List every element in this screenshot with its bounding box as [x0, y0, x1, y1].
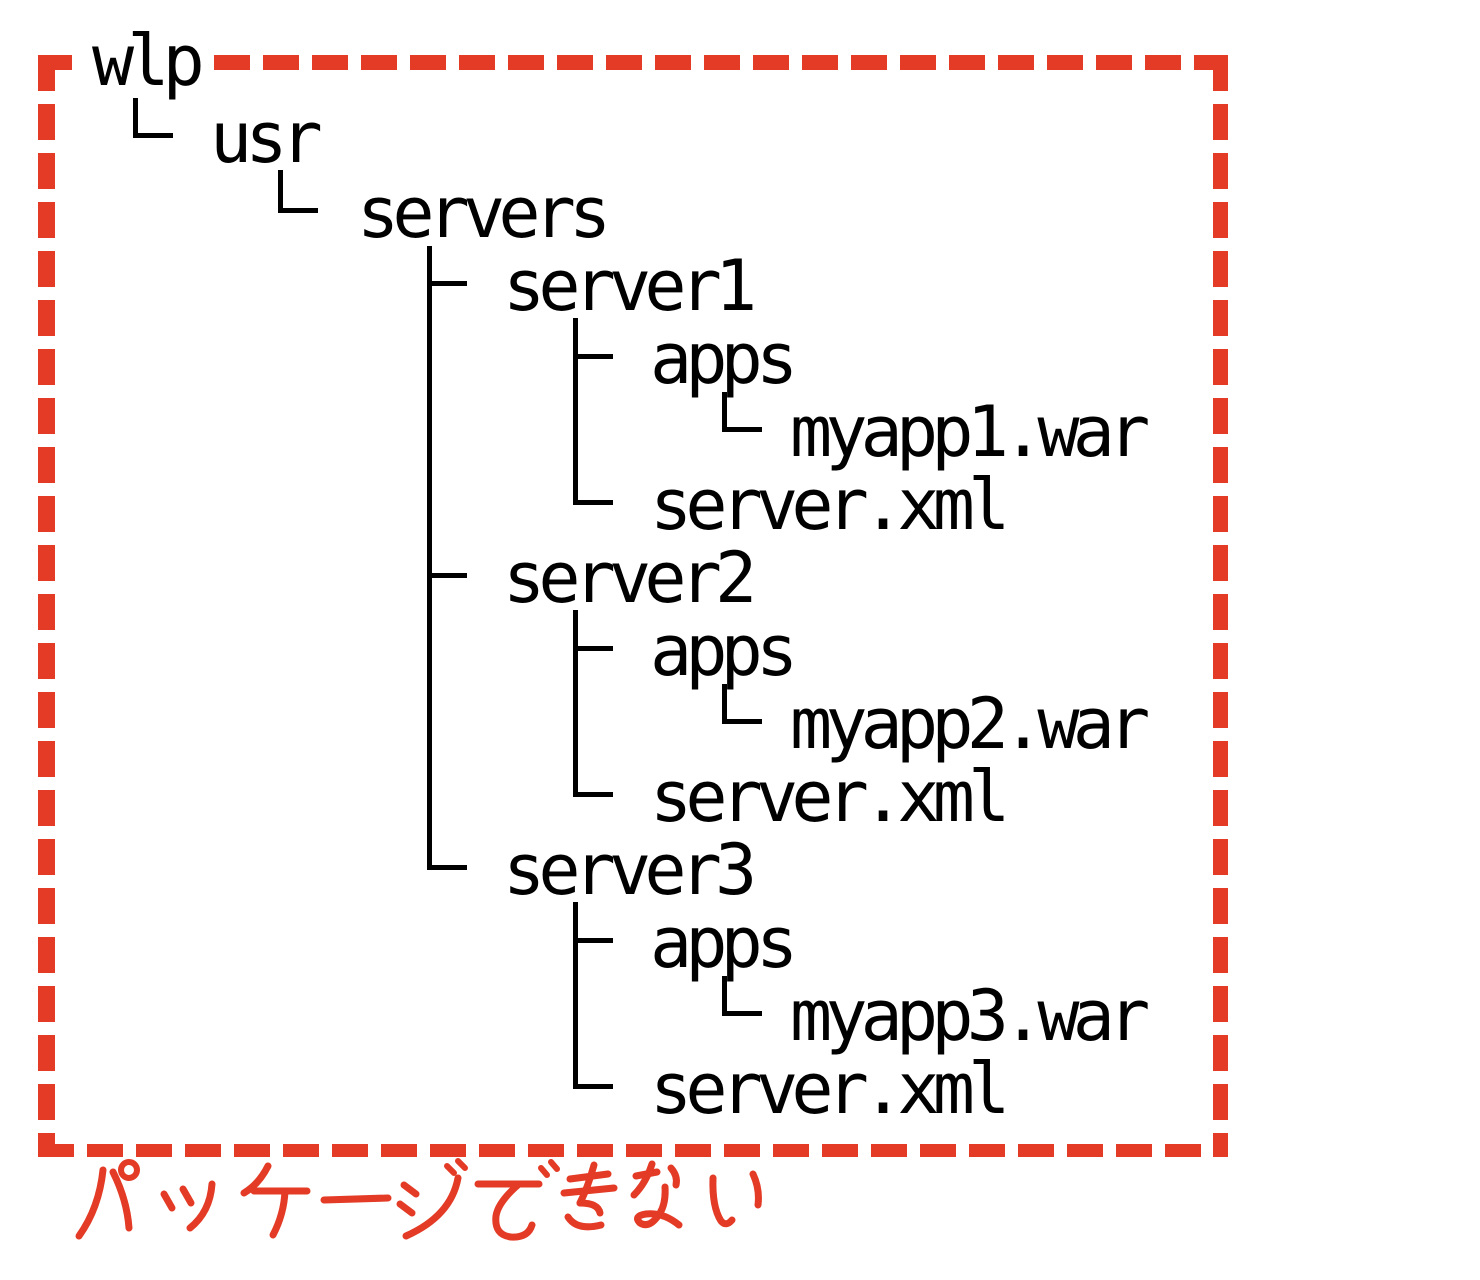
- annotation-kana-drawing: [65, 1158, 785, 1257]
- tree-connector-vertical-servers: [427, 246, 432, 870]
- tree-node-myapp3-war: myapp3.war: [790, 975, 1150, 1057]
- tree-connector-vertical-server2: [573, 610, 578, 797]
- highlight-box-left-border: [38, 55, 55, 1157]
- tree-node-server2-apps: apps: [650, 610, 798, 692]
- tree-connector-tick-server2-xml: [573, 792, 613, 797]
- tree-node-server2-xml: server.xml: [650, 756, 1010, 838]
- tree-connector-tick-server1: [427, 281, 467, 286]
- tree-connector-vertical-apps1: [722, 392, 727, 432]
- highlight-box-right-border: [1213, 55, 1228, 1157]
- tree-connector-tick-usr: [133, 133, 173, 138]
- tree-connector-tick-apps2: [573, 646, 613, 651]
- tree-connector-tick-myapp3: [722, 1011, 762, 1016]
- tree-connector-tick-server1-xml: [573, 500, 613, 505]
- tree-connector-tick-server3-xml: [573, 1084, 613, 1089]
- tree-node-server1-xml: server.xml: [650, 464, 1010, 546]
- tree-node-myapp1-war: myapp1.war: [790, 391, 1150, 473]
- tree-node-server2: server2: [503, 537, 757, 619]
- tree-node-wlp: wlp: [92, 20, 205, 102]
- tree-connector-tick-apps1: [573, 354, 613, 359]
- tree-node-server1: server1: [503, 245, 757, 327]
- tree-connector-vertical-usr: [278, 170, 283, 213]
- tree-connector-vertical-apps3: [722, 976, 727, 1016]
- tree-connector-vertical-server3: [573, 902, 578, 1089]
- tree-connector-tick-servers: [278, 208, 318, 213]
- tree-node-server3: server3: [503, 829, 757, 911]
- highlight-box-bottom-border: [38, 1144, 1228, 1157]
- tree-connector-vertical-apps2: [722, 684, 727, 724]
- tree-connector-tick-myapp2: [722, 719, 762, 724]
- tree-connector-tick-apps3: [573, 938, 613, 943]
- tree-connector-vertical-wlp: [133, 98, 138, 138]
- tree-node-servers: servers: [357, 172, 611, 254]
- tree-connector-tick-server3: [427, 865, 467, 870]
- tree-node-server3-xml: server.xml: [650, 1048, 1010, 1130]
- tree-node-usr: usr: [210, 97, 323, 179]
- tree-connector-vertical-server1: [573, 318, 578, 505]
- tree-connector-tick-myapp1: [722, 427, 762, 432]
- tree-connector-tick-server2: [427, 573, 467, 578]
- tree-node-server1-apps: apps: [650, 318, 798, 400]
- tree-node-myapp2-war: myapp2.war: [790, 683, 1150, 765]
- tree-node-server3-apps: apps: [650, 902, 798, 984]
- highlight-box-top-border: [214, 55, 1228, 70]
